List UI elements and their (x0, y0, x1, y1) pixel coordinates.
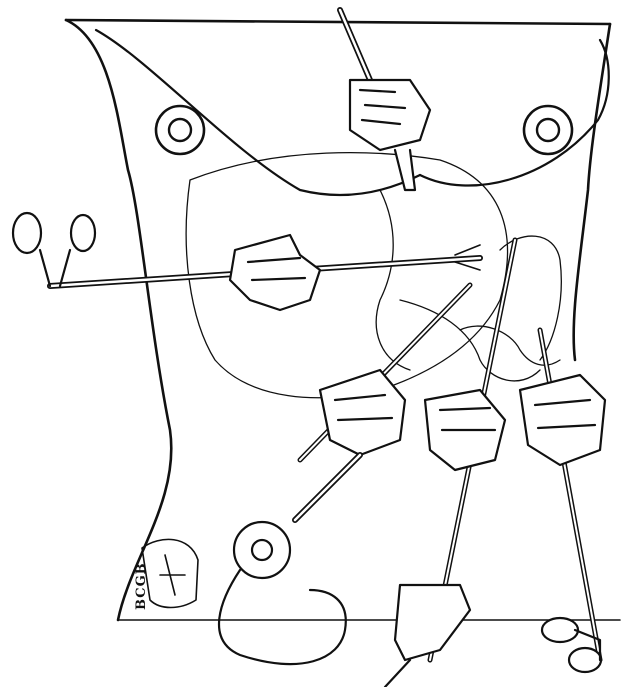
signature-mark (142, 539, 198, 607)
upper-port (340, 10, 430, 190)
left-port (13, 213, 480, 310)
left-nipple (156, 106, 204, 154)
right-nipple (524, 106, 572, 154)
artist-signature: BCGB (134, 562, 149, 610)
